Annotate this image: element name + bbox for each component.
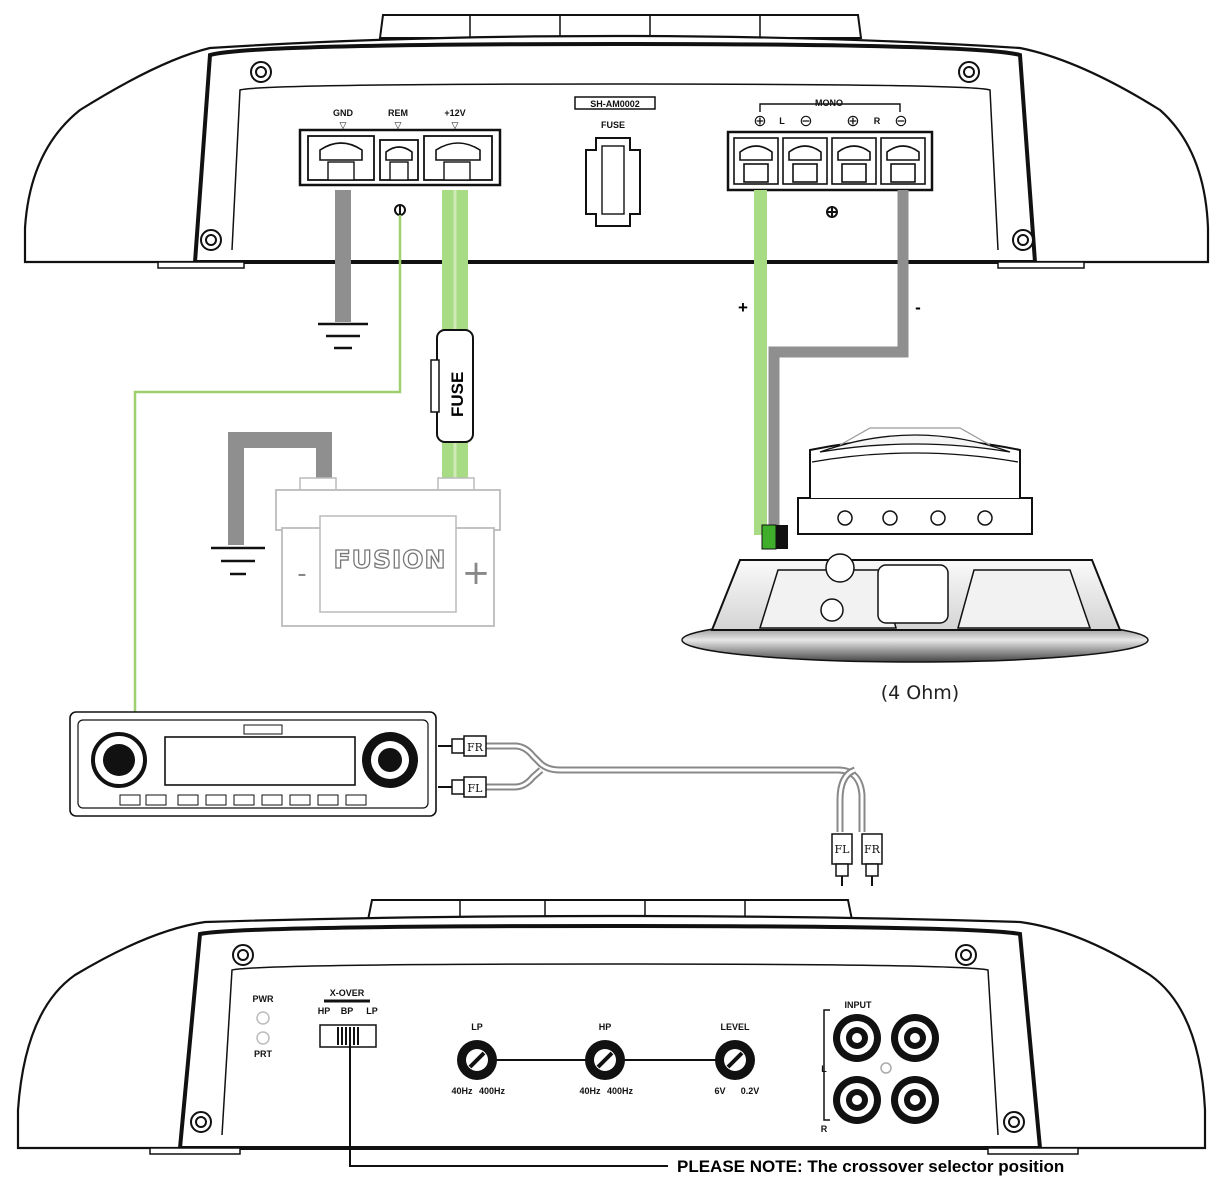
rca-plug-fr-right: FR — [861, 833, 883, 886]
rem-label: REM — [388, 108, 408, 118]
screw-icon — [250, 61, 272, 83]
pwr-label: PWR — [253, 994, 274, 1004]
knob-hp-max: 400Hz — [607, 1086, 634, 1096]
speaker-minus-label: - — [915, 298, 921, 317]
crossover-opt-lp: LP — [366, 1006, 378, 1016]
svg-text:▽: ▽ — [452, 120, 459, 130]
inline-fuse-label: FUSE — [448, 372, 467, 417]
rca-fr-label-right: FR — [864, 843, 881, 856]
fuse-label: FUSE — [601, 120, 625, 130]
rca-plug-fl-left: FL — [438, 776, 487, 798]
crossover-title: X-OVER — [330, 988, 365, 998]
remote-wire — [133, 215, 402, 712]
mono-label: MONO — [815, 98, 843, 108]
bottom-amplifier: PWR PRT X-OVER HP BP LP LP 40Hz 400Hz — [16, 899, 1207, 1155]
head-unit — [69, 711, 437, 817]
rca-inputs: INPUT L R — [821, 1000, 939, 1134]
speaker-terminal-block: MONO ⊕ L ⊖ ⊕ R ⊖ — [726, 98, 934, 218]
knob-level: LEVEL 6V 0.2V — [714, 1022, 759, 1096]
battery-brand: FUSION — [334, 545, 447, 574]
crossover-note: PLEASE NOTE: The crossover selector posi… — [677, 1157, 1064, 1176]
crossover-switch: X-OVER HP BP LP — [318, 988, 378, 1048]
speaker-impedance: (4 Ohm) — [881, 682, 959, 704]
rca-fr-label: FR — [467, 741, 484, 754]
plus12v-label: +12V — [444, 108, 465, 118]
knob-lp-label: LP — [471, 1022, 483, 1032]
svg-text:⊕: ⊕ — [846, 113, 859, 130]
knob-lp-max: 400Hz — [479, 1086, 506, 1096]
screw-icon — [955, 944, 977, 966]
speaker-r-label: R — [874, 116, 881, 126]
knob-hp-min: 40Hz — [579, 1086, 601, 1096]
battery: FUSION - + — [211, 432, 501, 627]
knob-lp: LP 40Hz 400Hz — [451, 1022, 505, 1096]
speaker-l-label: L — [779, 116, 785, 126]
gnd-label: GND — [333, 108, 354, 118]
speaker-plus-label: + — [738, 298, 748, 317]
input-l-label: L — [821, 1064, 827, 1074]
rca-fl-label-right: FL — [835, 843, 851, 856]
input-r-label: R — [821, 1124, 828, 1134]
battery-plus: + — [462, 553, 491, 593]
prt-label: PRT — [254, 1049, 273, 1059]
rca-plug-fl-right: FL — [831, 833, 853, 886]
crossover-opt-bp: BP — [341, 1006, 354, 1016]
subwoofer: (4 Ohm) — [681, 427, 1149, 704]
ground-wire — [318, 190, 368, 350]
svg-text:▽: ▽ — [340, 120, 347, 130]
screw-icon — [958, 61, 980, 83]
screw-icon — [1012, 229, 1034, 251]
model-label: SH-AM0002 — [590, 99, 640, 109]
svg-text:⊖: ⊖ — [894, 113, 907, 130]
svg-text:⊕: ⊕ — [753, 113, 766, 130]
knob-hp: HP 40Hz 400Hz — [579, 1022, 633, 1096]
prt-led — [256, 1031, 270, 1045]
svg-text:▽: ▽ — [395, 120, 402, 130]
input-label: INPUT — [845, 1000, 873, 1010]
note-pointer — [349, 1042, 668, 1167]
screw-icon — [190, 1111, 212, 1133]
crossover-opt-hp: HP — [318, 1006, 331, 1016]
knob-lp-min: 40Hz — [451, 1086, 473, 1096]
battery-minus: - — [297, 559, 306, 589]
rca-cables: FR FL FL FR — [438, 735, 883, 886]
knob-hp-label: HP — [599, 1022, 612, 1032]
speaker-wires: + - — [738, 190, 921, 535]
knob-level-label: LEVEL — [720, 1022, 750, 1032]
top-amplifier: GND REM +12V ▽ ▽ ▽ SH-AM0002 FUSE — [23, 14, 1210, 269]
power-terminal-block: GND REM +12V ▽ ▽ ▽ — [298, 108, 502, 216]
screw-icon — [200, 229, 222, 251]
rca-plug-fr-left: FR — [438, 735, 487, 757]
inline-fuse: FUSE — [430, 329, 474, 443]
knob-level-min: 6V — [714, 1086, 725, 1096]
screw-icon — [232, 944, 254, 966]
amp-fuse-holder: SH-AM0002 FUSE — [574, 96, 656, 227]
knob-level-max: 0.2V — [741, 1086, 760, 1096]
svg-text:⊖: ⊖ — [799, 113, 812, 130]
rca-fl-label: FL — [468, 782, 484, 795]
screw-icon — [1003, 1111, 1025, 1133]
pwr-led — [256, 1011, 270, 1025]
